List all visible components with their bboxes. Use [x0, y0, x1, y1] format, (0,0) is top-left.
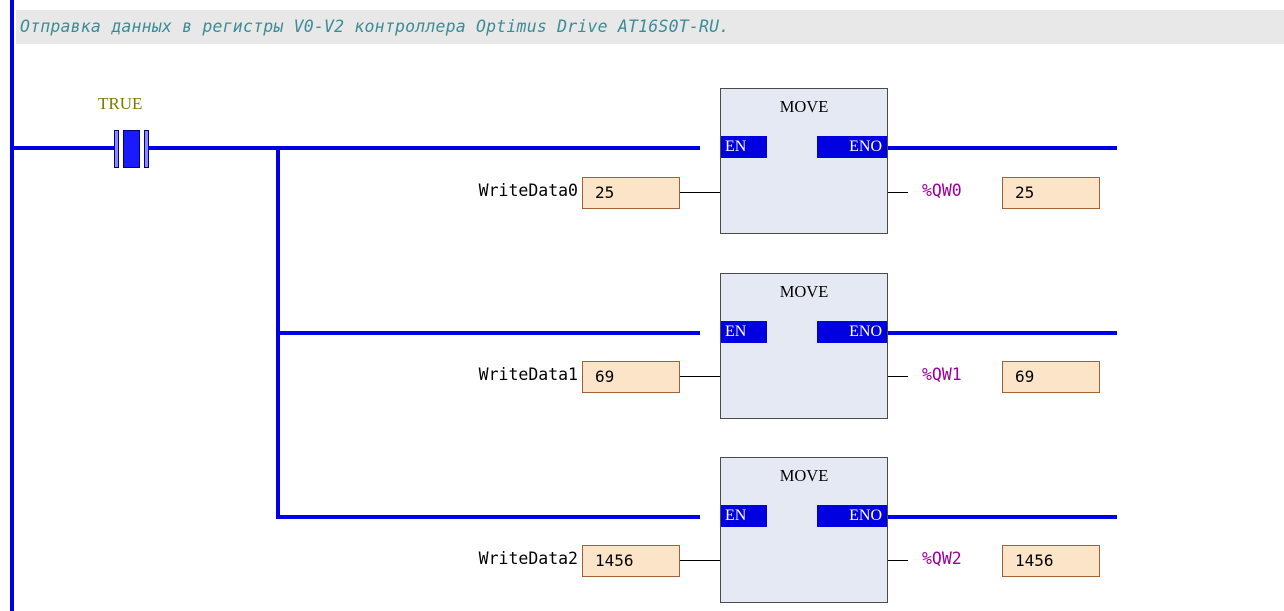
output-variable-name[interactable]: %QW2 [922, 549, 962, 568]
en-pin[interactable]: EN [721, 136, 767, 158]
eno-pin[interactable]: ENO [817, 505, 887, 527]
en-pin[interactable]: EN [721, 505, 767, 527]
wire-branch-2 [276, 515, 700, 519]
input-connector-line [680, 560, 720, 561]
block-title: MOVE [779, 97, 829, 116]
left-power-rail [10, 0, 14, 611]
input-value-box[interactable]: 69 [582, 361, 680, 393]
network-comment-bar[interactable] [16, 10, 1284, 44]
output-value-box[interactable]: 1456 [1002, 545, 1100, 577]
input-variable-name[interactable]: WriteData1 [478, 365, 578, 384]
wire-contact-to-branch [148, 146, 700, 150]
wire-rail-to-contact [14, 146, 114, 150]
move-block-1[interactable]: MOVE EN ENO [720, 273, 888, 419]
move-block-0[interactable]: MOVE EN ENO [720, 88, 888, 234]
wire-eno-out-2 [887, 515, 1117, 519]
output-value-box[interactable]: 69 [1002, 361, 1100, 393]
block-title: MOVE [779, 466, 829, 485]
output-value-box[interactable]: 25 [1002, 177, 1100, 209]
output-variable-name[interactable]: %QW1 [922, 365, 962, 384]
output-variable-name[interactable]: %QW0 [922, 181, 962, 200]
input-value-box[interactable]: 25 [582, 177, 680, 209]
wire-branch-1 [276, 331, 700, 335]
network-comment: Отправка данных в регистры V0-V2 контрол… [20, 17, 730, 36]
output-connector-line [888, 376, 908, 377]
input-variable-name[interactable]: WriteData0 [478, 181, 578, 200]
contact-inner-bar [123, 130, 140, 168]
eno-pin[interactable]: ENO [817, 136, 887, 158]
contact-left-plate [114, 130, 119, 168]
output-connector-line [888, 560, 908, 561]
input-variable-name[interactable]: WriteData2 [478, 549, 578, 568]
output-connector-line [888, 192, 908, 193]
wire-eno-out-0 [887, 146, 1117, 150]
wire-eno-out-1 [887, 331, 1117, 335]
input-connector-line [680, 192, 720, 193]
block-title: MOVE [779, 282, 829, 301]
contact-label: TRUE [98, 94, 143, 113]
eno-pin[interactable]: ENO [817, 321, 887, 343]
input-value-box[interactable]: 1456 [582, 545, 680, 577]
input-connector-line [680, 376, 720, 377]
en-pin[interactable]: EN [721, 321, 767, 343]
move-block-2[interactable]: MOVE EN ENO [720, 457, 888, 603]
